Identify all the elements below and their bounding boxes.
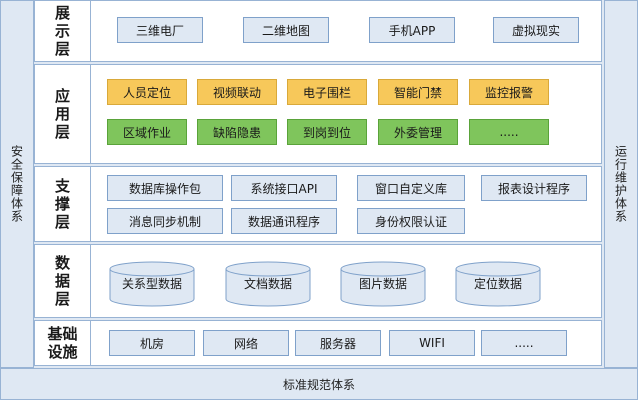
- support-item-report-designer: 报表设计程序: [481, 175, 587, 201]
- infra-item-server: 服务器: [295, 330, 381, 356]
- database-cylinder-icon: [455, 261, 541, 307]
- data-item-document: 文档数据: [225, 261, 311, 307]
- standards-system-label: 标准规范体系: [282, 377, 355, 392]
- infra-layer: 基础设施 机房 网络 服务器 WIFI .....: [34, 320, 602, 366]
- display-layer-label: 展示层: [54, 4, 70, 58]
- data-layer-label-box: 数据层: [35, 245, 91, 317]
- app-item-monitor-alarm: 监控报警: [469, 79, 549, 105]
- application-layer-label-box: 应用层: [35, 65, 91, 163]
- app-item-smart-access: 智能门禁: [378, 79, 458, 105]
- infra-layer-label-box: 基础设施: [35, 321, 91, 365]
- infra-item-server-room: 机房: [109, 330, 195, 356]
- display-item-mobile-app: 手机APP: [369, 17, 455, 43]
- app-item-electronic-fence: 电子围栏: [287, 79, 367, 105]
- security-system-label: 安全保障体系: [9, 145, 24, 223]
- infra-layer-label: 基础设施: [47, 325, 78, 361]
- standards-system-bar: 标准规范体系: [0, 368, 638, 400]
- app-item-defect-hazard: 缺陷隐患: [197, 119, 277, 145]
- app-item-more: .....: [469, 119, 549, 145]
- app-item-outsource-manage: 外委管理: [378, 119, 458, 145]
- data-item-image: 图片数据: [340, 261, 426, 307]
- support-item-identity-auth: 身份权限认证: [357, 208, 465, 234]
- app-item-personnel-location: 人员定位: [107, 79, 187, 105]
- database-cylinder-icon: [225, 261, 311, 307]
- application-layer-label: 应用层: [54, 87, 70, 141]
- display-item-vr: 虚拟现实: [493, 17, 579, 43]
- support-layer-label-box: 支撑层: [35, 167, 91, 241]
- support-item-db-package: 数据库操作包: [107, 175, 223, 201]
- data-item-location-label: 定位数据: [473, 277, 522, 291]
- data-item-location: 定位数据: [455, 261, 541, 307]
- support-item-window-library: 窗口自定义库: [357, 175, 465, 201]
- security-system-bar: 安全保障体系: [0, 0, 34, 368]
- data-item-relational: 关系型数据: [109, 261, 195, 307]
- support-layer: 支撑层 数据库操作包 系统接口API 窗口自定义库 报表设计程序 消息同步机制 …: [34, 166, 602, 242]
- operation-maintenance-bar: 运行维护体系: [604, 0, 638, 368]
- support-item-message-sync: 消息同步机制: [107, 208, 223, 234]
- support-layer-label: 支撑层: [54, 177, 70, 231]
- operation-maintenance-label: 运行维护体系: [613, 145, 628, 223]
- database-cylinder-icon: [340, 261, 426, 307]
- infra-item-more: .....: [481, 330, 567, 356]
- data-layer: 数据层 关系型数据 文档数据 图片数据 定位数据: [34, 244, 602, 318]
- infra-item-wifi: WIFI: [389, 330, 475, 356]
- database-cylinder-icon: [109, 261, 195, 307]
- display-item-3d-plant: 三维电厂: [117, 17, 203, 43]
- data-item-image-label: 图片数据: [358, 277, 407, 291]
- data-item-relational-label: 关系型数据: [121, 277, 182, 291]
- data-layer-label: 数据层: [54, 254, 70, 308]
- display-layer-label-box: 展示层: [35, 1, 91, 61]
- app-item-area-work: 区域作业: [107, 119, 187, 145]
- display-layer: 展示层 三维电厂 二维地图 手机APP 虚拟现实: [34, 0, 602, 62]
- support-item-data-comm: 数据通讯程序: [231, 208, 337, 234]
- application-layer: 应用层 人员定位 视频联动 电子围栏 智能门禁 监控报警 区域作业 缺陷隐患 到…: [34, 64, 602, 164]
- app-item-video-linkage: 视频联动: [197, 79, 277, 105]
- infra-item-network: 网络: [203, 330, 289, 356]
- data-item-document-label: 文档数据: [243, 277, 292, 291]
- display-item-2d-map: 二维地图: [243, 17, 329, 43]
- support-item-system-api: 系统接口API: [231, 175, 337, 201]
- app-item-on-duty: 到岗到位: [287, 119, 367, 145]
